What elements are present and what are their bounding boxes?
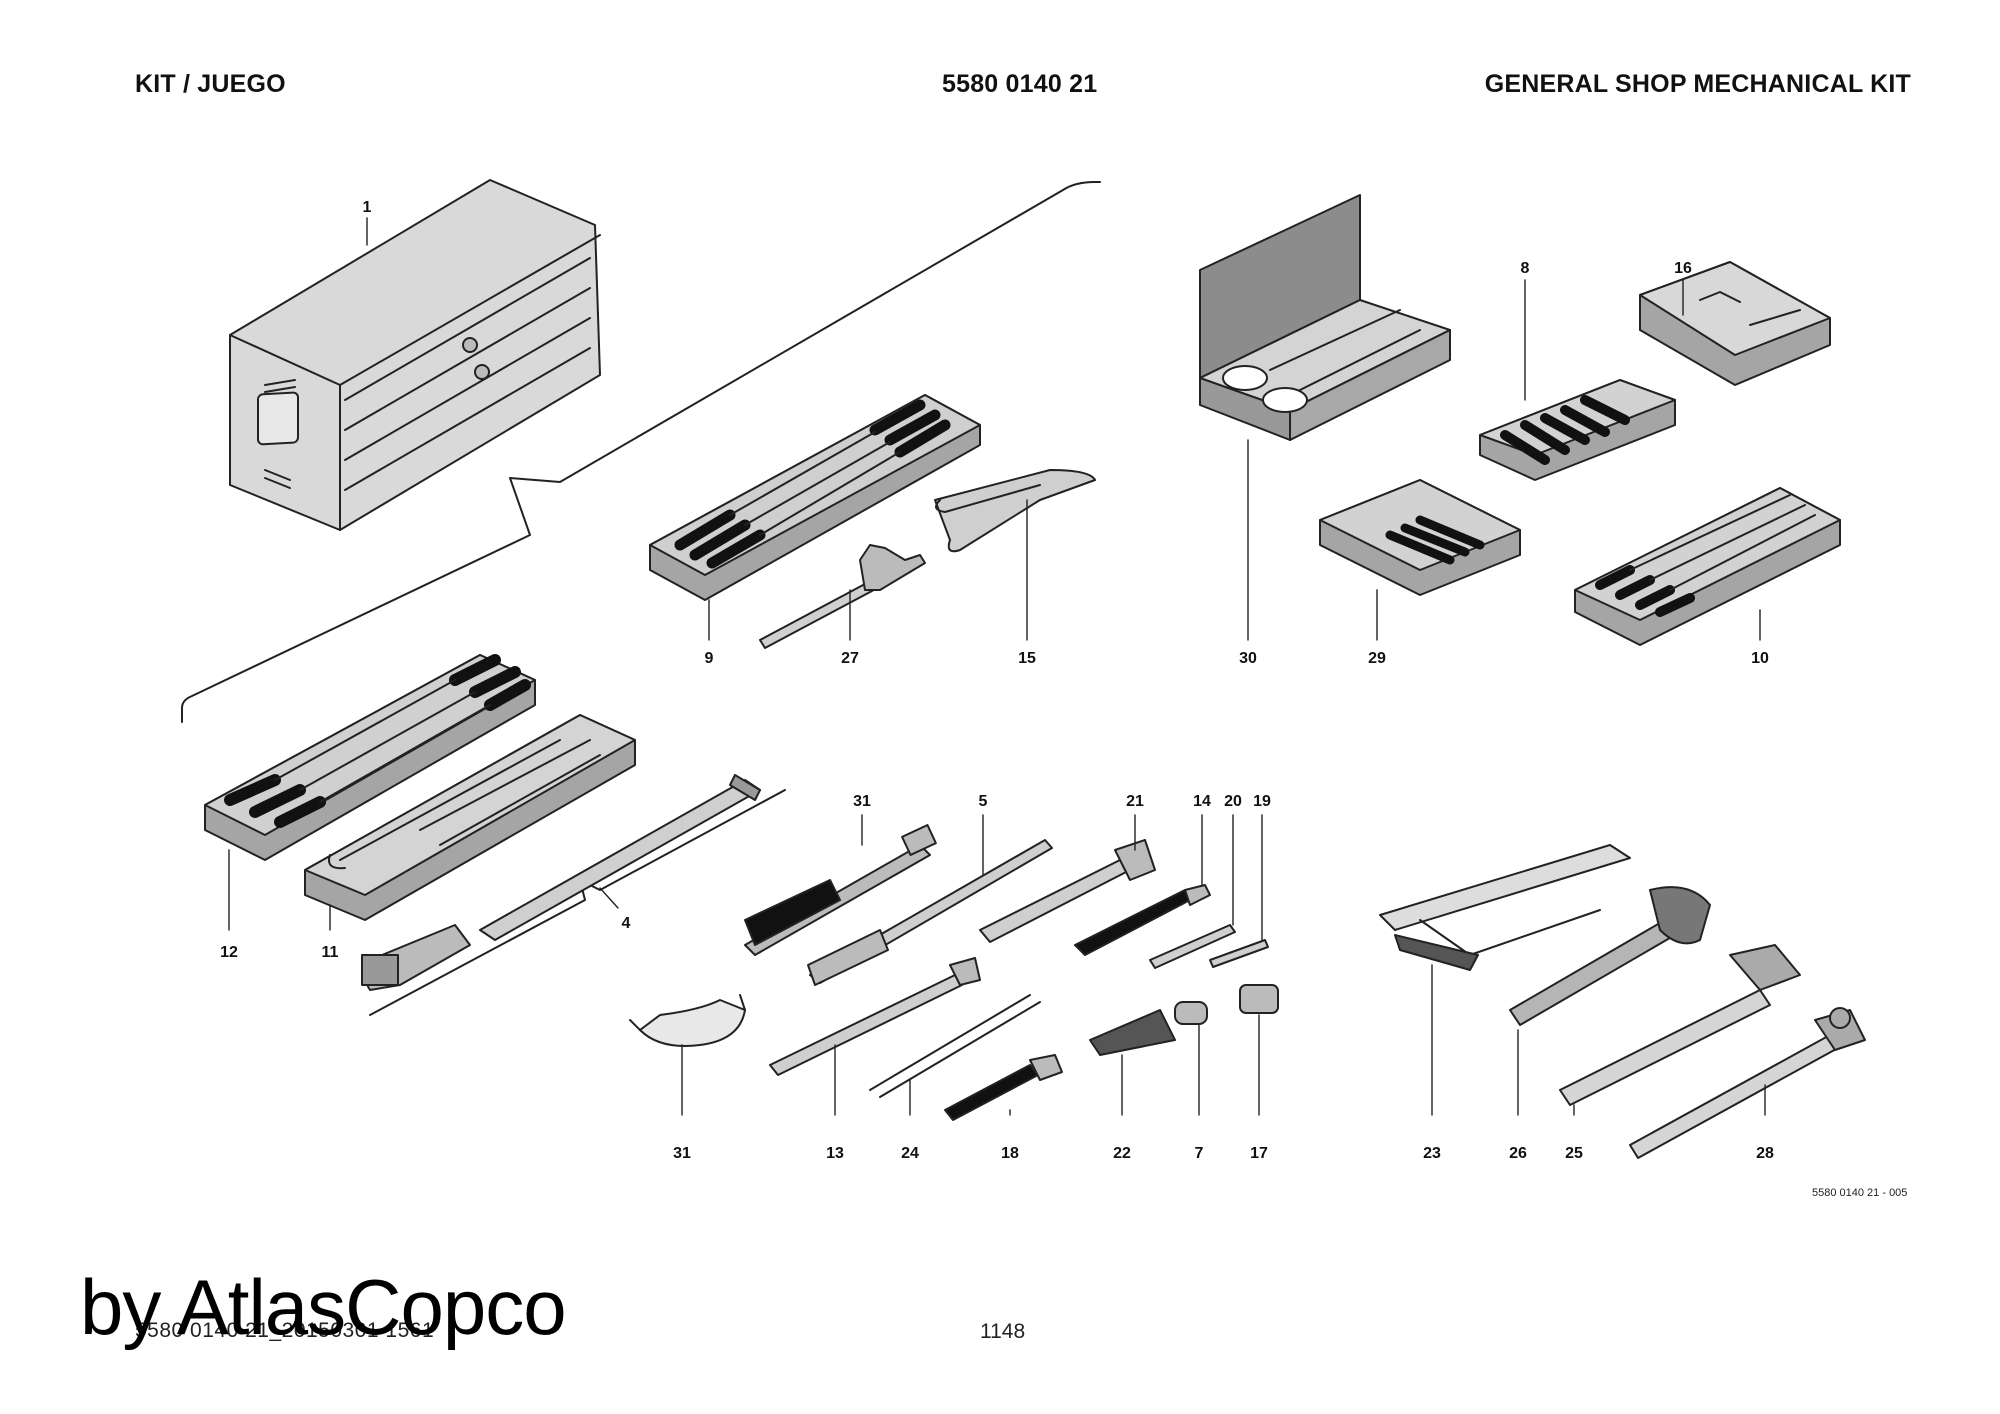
callout-29: 29 <box>1368 650 1386 667</box>
ball-peen-hammer <box>1629 1007 1866 1159</box>
sledge-hammer <box>1559 944 1801 1106</box>
small-wrench <box>1209 939 1269 968</box>
pliers-tray <box>1319 479 1521 596</box>
callout-23: 23 <box>1423 1145 1441 1162</box>
screwdriver-tray <box>649 394 981 601</box>
rubber-mallet <box>1509 886 1711 1026</box>
callout-8: 8 <box>1521 260 1530 277</box>
watermark: by AtlasCopco <box>80 1263 567 1351</box>
pipe-wrench <box>769 957 981 1076</box>
callout-7: 7 <box>1195 1145 1204 1162</box>
adjustable-wrench-large <box>979 839 1156 943</box>
hex-driver-tray <box>1479 379 1676 481</box>
callout-15: 15 <box>1018 650 1036 667</box>
feeler-gauge-set <box>1089 1009 1176 1056</box>
callout-25: 25 <box>1565 1145 1583 1162</box>
callout-19: 19 <box>1253 793 1271 810</box>
bit-set-tray <box>1639 261 1831 386</box>
callout-28: 28 <box>1756 1145 1774 1162</box>
group-bracket-line <box>181 181 1101 723</box>
pry-bar-tray <box>304 714 636 921</box>
callout-5: 5 <box>979 793 988 810</box>
strap-wrench <box>934 469 1096 553</box>
document-id: 5580 0140 21_20150301 1561 <box>135 1319 435 1342</box>
square-adapter <box>1174 1001 1208 1025</box>
callout-20: 20 <box>1224 793 1242 810</box>
leader-4 <box>599 887 619 909</box>
callout-22: 22 <box>1113 1145 1131 1162</box>
page-number: 1148 <box>980 1320 1026 1343</box>
callout-4: 4 <box>622 915 631 932</box>
callout-21: 21 <box>1126 793 1144 810</box>
water-pump-pliers <box>1074 884 1211 956</box>
nut-driver-tray <box>1574 487 1841 646</box>
torque-wrench-set <box>361 774 761 991</box>
callout-18: 18 <box>1001 1145 1019 1162</box>
hacksaw <box>1379 844 1631 971</box>
callout-1: 1 <box>363 199 372 216</box>
part-number-title: 5580 0140 21 <box>942 70 1098 98</box>
breaker-bar <box>807 839 1053 986</box>
caliper <box>759 544 926 649</box>
callout-30: 30 <box>1239 650 1257 667</box>
kit-label: KIT / JUEGO <box>135 70 286 98</box>
adjustable-wrench-small <box>944 1054 1063 1121</box>
callout-9: 9 <box>705 650 714 667</box>
tape-measure <box>1239 984 1279 1014</box>
drawing-reference: 5580 0140 21 - 005 <box>1812 1187 1908 1199</box>
callout-10: 10 <box>1751 650 1769 667</box>
callout-27: 27 <box>841 650 859 667</box>
ratchet-handle <box>744 824 937 956</box>
callout-12: 12 <box>220 944 238 961</box>
safety-glasses <box>629 994 746 1047</box>
combination-wrench <box>1149 924 1236 969</box>
callout-31-glasses: 31 <box>673 1145 691 1162</box>
callout-14: 14 <box>1193 793 1211 810</box>
inspection-mirror-case <box>1199 194 1451 441</box>
callout-31-ratchet: 31 <box>853 793 871 810</box>
callout-16: 16 <box>1674 260 1692 277</box>
tool-chest <box>229 179 601 531</box>
long-screwdriver-tray <box>204 654 536 861</box>
callout-13: 13 <box>826 1145 844 1162</box>
callout-17: 17 <box>1250 1145 1268 1162</box>
callout-24: 24 <box>901 1145 919 1162</box>
feeler-rod <box>869 994 1041 1098</box>
callout-11: 11 <box>322 944 339 961</box>
callout-26: 26 <box>1509 1145 1527 1162</box>
kit-name-title: GENERAL SHOP MECHANICAL KIT <box>1484 70 1911 98</box>
